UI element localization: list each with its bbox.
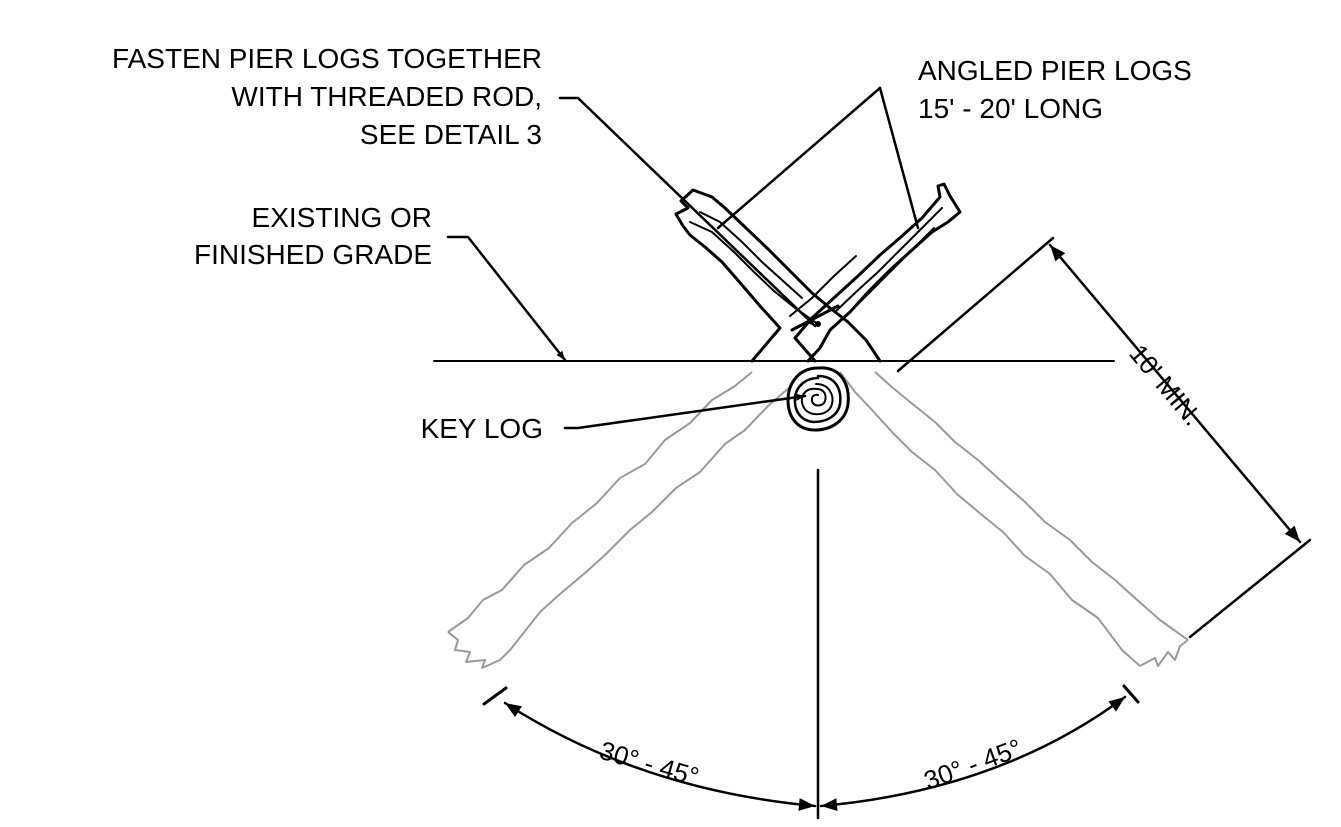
fasten-label-line3: SEE DETAIL 3	[360, 119, 542, 150]
right-angle-tick	[1122, 684, 1140, 704]
threaded-rod	[790, 304, 840, 332]
left-angle-text: 30° - 45°	[596, 735, 702, 792]
left-pier-log	[674, 188, 882, 363]
right-angle-text: 30° - 45°	[920, 733, 1026, 796]
angled-leader-right	[878, 86, 920, 230]
buried-right-log	[839, 371, 1189, 667]
right-pier-log	[789, 182, 962, 363]
angled-logs-label-line2: 15' - 20' LONG	[918, 93, 1103, 124]
length-extension-bottom	[1188, 538, 1312, 639]
grade-label-line2: FINISHED GRADE	[194, 239, 432, 270]
length-dimension-line	[1048, 243, 1302, 544]
angled-leader-left	[716, 86, 882, 230]
right-angle-arc	[819, 695, 1127, 811]
grade-label-line1: EXISTING OR	[252, 202, 432, 233]
fasten-label-line2: WITH THREADED ROD,	[231, 81, 542, 112]
fasten-leader	[558, 96, 817, 328]
fasten-label-line1: FASTEN PIER LOGS TOGETHER	[112, 43, 542, 74]
key-log-leader	[563, 393, 807, 430]
length-extension-top	[896, 236, 1055, 373]
grade-leader	[446, 235, 567, 362]
key-log	[786, 366, 850, 432]
left-angle-arc	[503, 701, 817, 811]
key-log-label: KEY LOG	[421, 413, 543, 444]
left-angle-tick	[482, 686, 508, 706]
angled-logs-label-line1: ANGLED PIER LOGS	[918, 55, 1192, 86]
rod-dot	[815, 321, 821, 327]
length-dimension-text: 10' MIN.	[1123, 339, 1208, 432]
buried-left-log	[447, 371, 801, 669]
